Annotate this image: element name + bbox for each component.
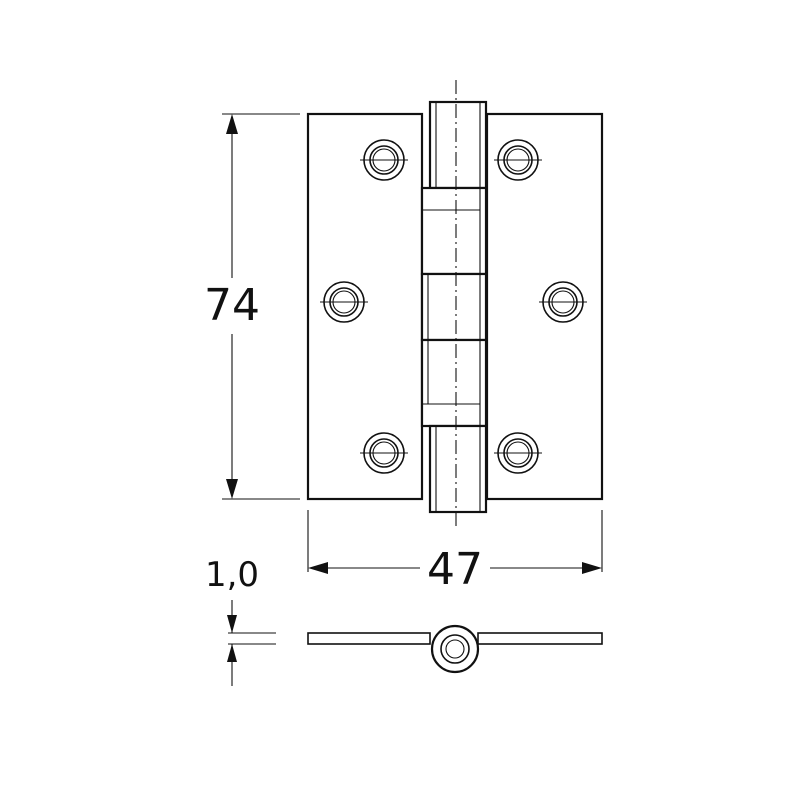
side-view-profile xyxy=(307,624,603,674)
screw-hole-right-bottom xyxy=(494,432,542,474)
screw-hole-right-middle xyxy=(539,281,587,323)
height-dimension: 74 xyxy=(204,113,300,500)
screw-hole-left-top xyxy=(360,139,408,181)
screw-hole-right-top xyxy=(494,139,542,181)
knuckle-second xyxy=(420,186,488,276)
left-leaf xyxy=(306,112,424,501)
thickness-dimension: 1,0 xyxy=(205,555,276,686)
screw-hole-left-middle xyxy=(320,281,368,323)
knuckle-top xyxy=(428,100,488,190)
knuckle-bottom xyxy=(428,424,488,514)
screw-hole-left-bottom xyxy=(360,432,408,474)
thickness-label: 1,0 xyxy=(205,555,259,595)
screw-holes xyxy=(320,139,587,474)
knuckle-middle xyxy=(420,272,488,342)
width-label: 47 xyxy=(427,544,483,595)
right-leaf xyxy=(485,112,604,501)
knuckle-fourth xyxy=(420,338,488,428)
height-label: 74 xyxy=(204,280,260,331)
width-dimension: 47 xyxy=(307,510,603,595)
knuckle-stack xyxy=(420,80,488,530)
